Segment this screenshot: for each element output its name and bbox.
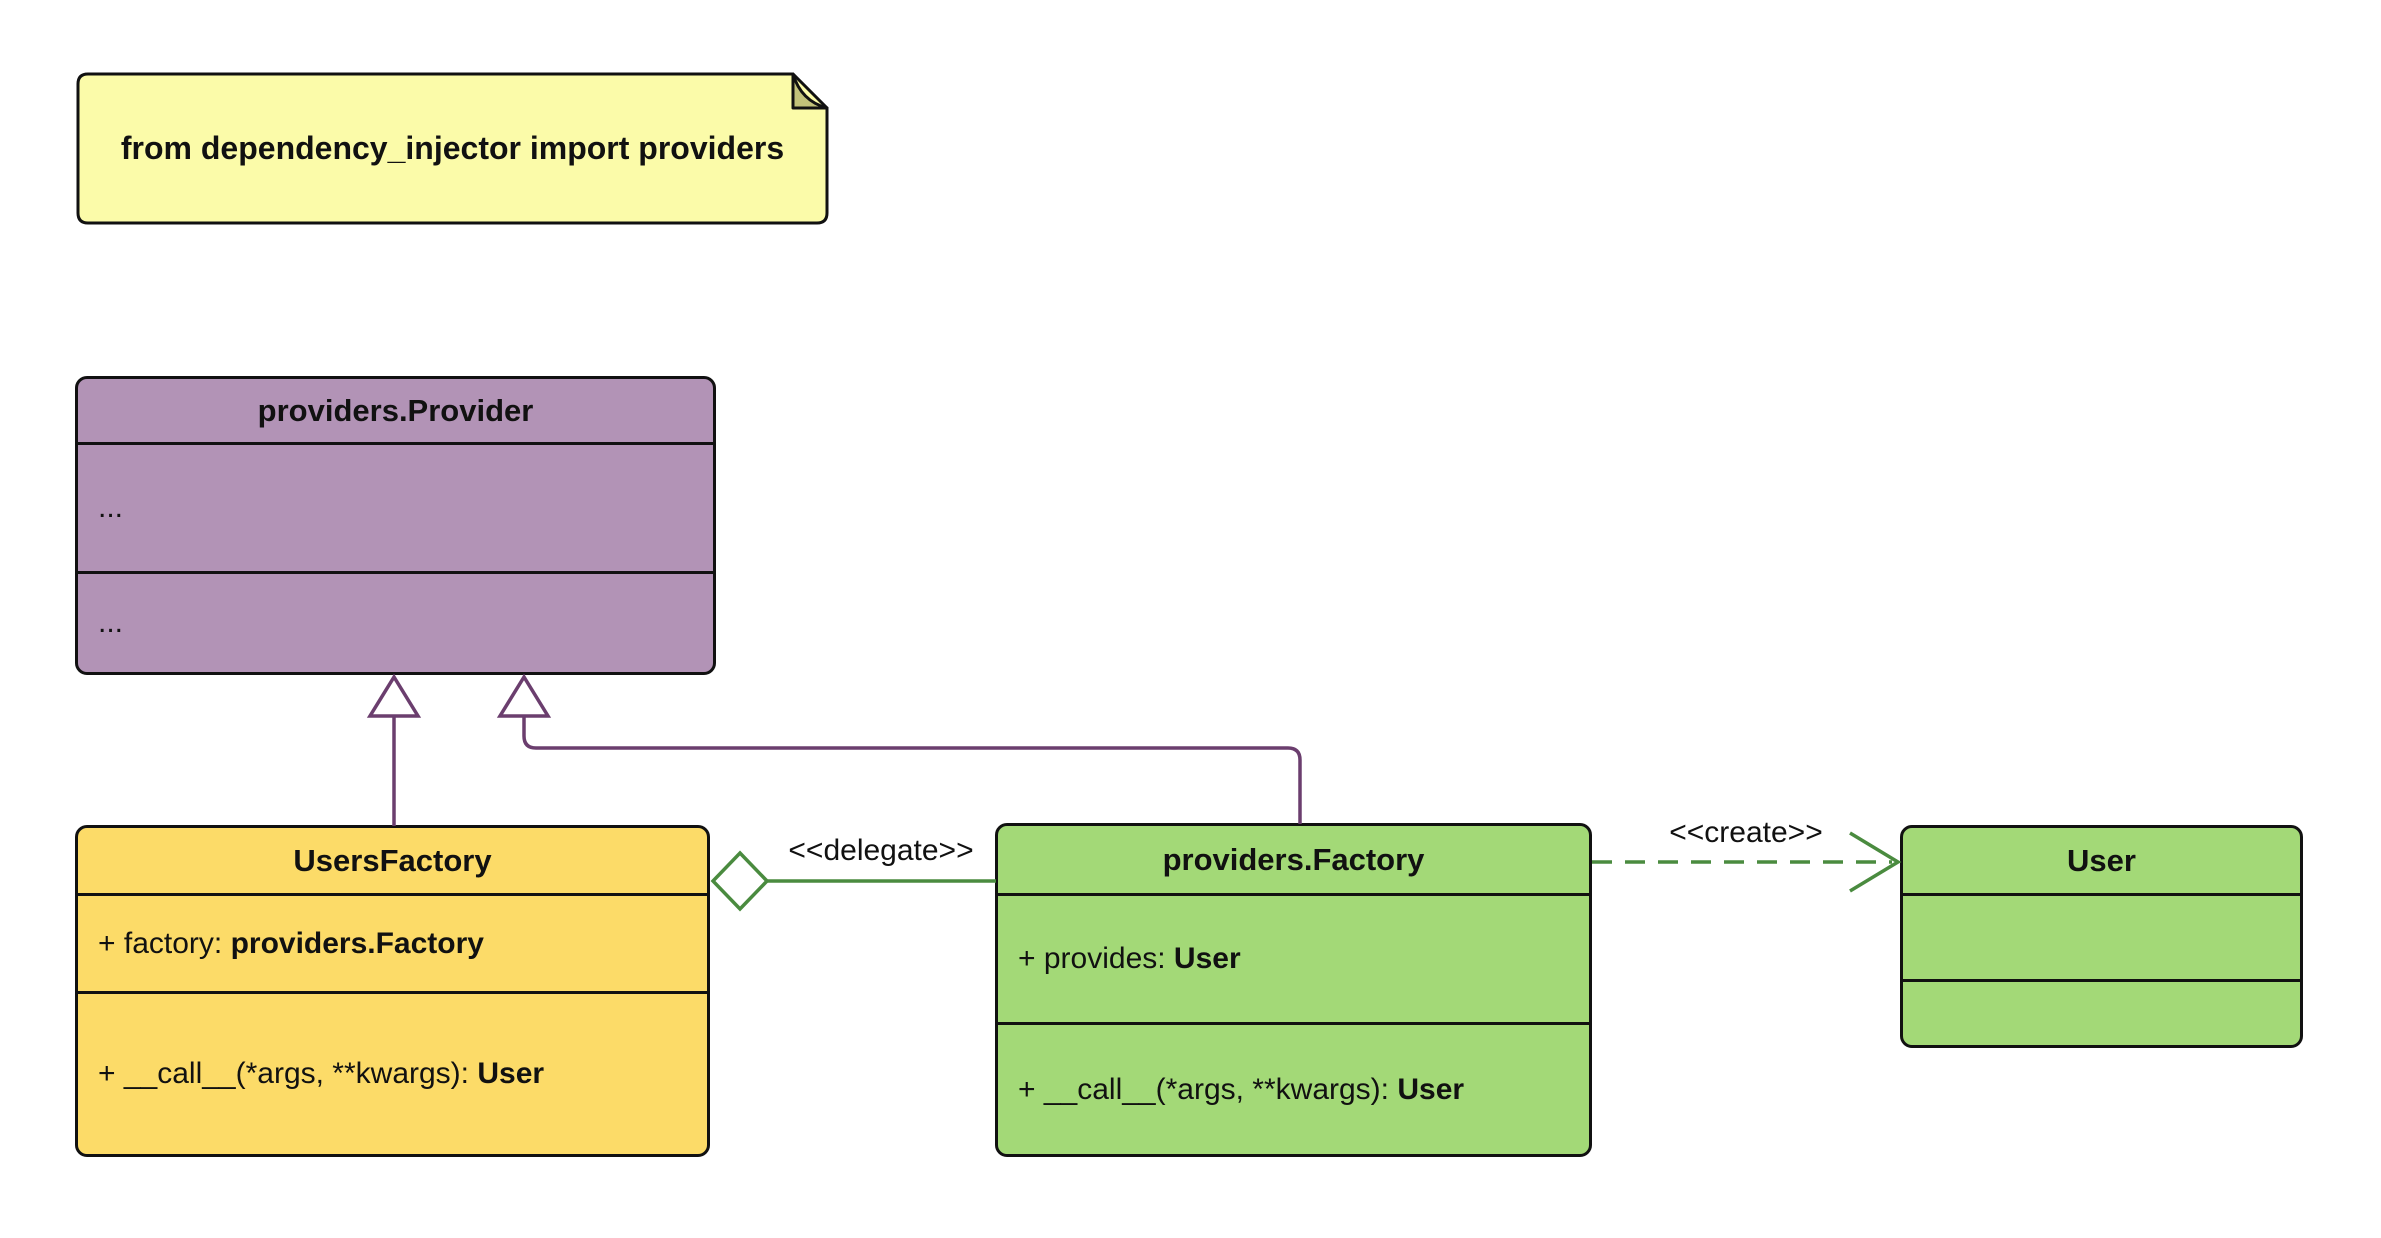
attributes-compartment: + provides: User <box>998 896 1589 1025</box>
attribute-text: + provides: User <box>1018 942 1241 975</box>
delegate-label: <<delegate>> <box>788 834 974 867</box>
attributes-placeholder: ... <box>98 491 124 524</box>
class-header: User <box>1903 828 2300 896</box>
note-text: from dependency_injector import provider… <box>120 130 785 166</box>
class-title: User <box>2067 842 2136 878</box>
aggregation-diamond-icon <box>710 850 770 912</box>
class-header: providers.Provider <box>78 379 713 445</box>
methods-compartment: + __call__(*args, **kwargs): User <box>998 1025 1589 1154</box>
class-title: UsersFactory <box>293 842 492 878</box>
note-body <box>76 72 829 225</box>
attributes-compartment: ... <box>78 445 713 574</box>
class-providers-factory: providers.Factory + provides: User + __c… <box>995 823 1592 1157</box>
class-user: User <box>1900 825 2303 1048</box>
method-text: + __call__(*args, **kwargs): User <box>1018 1072 1465 1106</box>
class-header: providers.Factory <box>998 826 1589 896</box>
note-shape <box>76 72 829 225</box>
attribute-text: + factory: providers.Factory <box>98 926 484 960</box>
methods-compartment: + __call__(*args, **kwargs): User <box>78 994 707 1154</box>
create-label: <<create>> <box>1669 816 1823 849</box>
methods-compartment <box>1903 982 2300 1045</box>
class-title: providers.Provider <box>257 392 534 428</box>
method-text: + __call__(*args, **kwargs): User <box>98 1057 545 1090</box>
class-usersfactory: UsersFactory + factory: providers.Factor… <box>75 825 710 1157</box>
attributes-compartment: + factory: providers.Factory <box>78 896 707 994</box>
inheritance-triangle-icon <box>366 673 422 718</box>
methods-placeholder: ... <box>98 606 124 639</box>
note-fold-corner-icon <box>791 72 829 110</box>
attributes-compartment <box>1903 896 2300 982</box>
methods-compartment: ... <box>78 574 713 672</box>
inheritance-triangle-icon <box>496 673 552 718</box>
class-title: providers.Factory <box>1162 841 1425 877</box>
inheritance-line-factory <box>522 716 1302 824</box>
class-providers-provider: providers.Provider ... ... <box>75 376 716 675</box>
class-header: UsersFactory <box>78 828 707 896</box>
